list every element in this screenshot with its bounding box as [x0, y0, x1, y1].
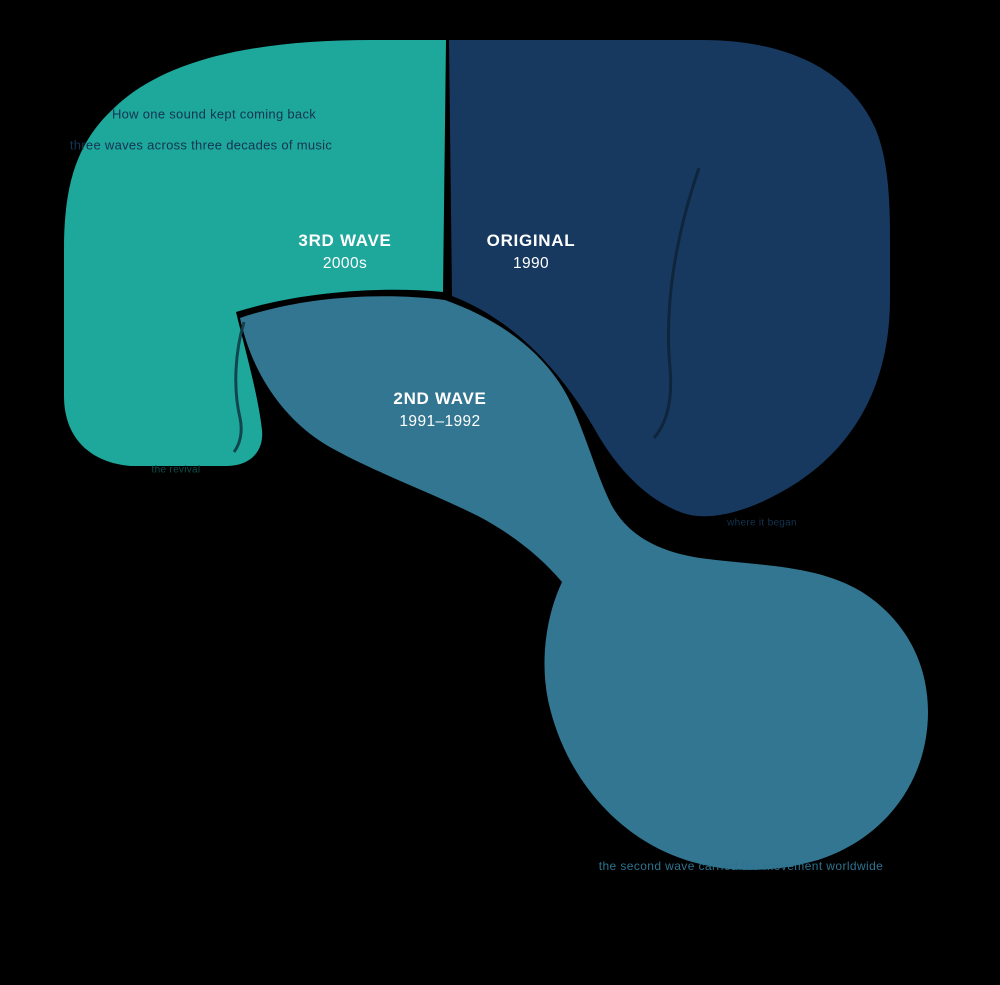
decorative-swoosh-left — [232, 321, 246, 453]
petal-second-wave — [240, 296, 928, 870]
decorative-swoosh-right — [652, 167, 701, 439]
petal-original — [449, 40, 890, 517]
petal-third-wave — [64, 40, 446, 466]
